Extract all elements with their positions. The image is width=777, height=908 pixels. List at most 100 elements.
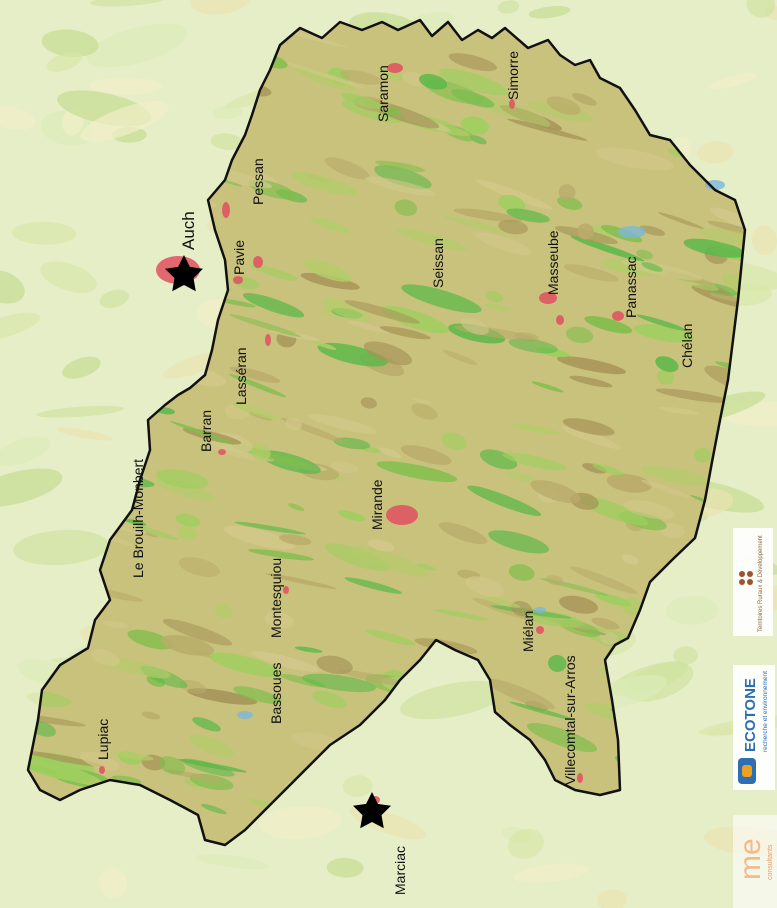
land-patch (360, 397, 377, 409)
urban-spot (283, 586, 289, 594)
land-patch (378, 447, 402, 459)
land-patch (400, 680, 506, 720)
land-patch (308, 413, 378, 434)
land-patch (158, 756, 186, 775)
land-patch (214, 604, 233, 619)
land-patch (309, 217, 351, 234)
label-montesquiou: Montesquiou (268, 558, 284, 638)
land-patch (80, 751, 120, 771)
territory-outline (26, 18, 747, 847)
land-patch (400, 445, 452, 465)
land-patch (265, 573, 337, 590)
land-patch (337, 669, 410, 687)
land-patch (201, 803, 227, 815)
land-patch (639, 225, 666, 236)
land-patch (507, 118, 588, 141)
land-patch (248, 549, 315, 561)
logo-ecotone-name: ECOTONE (742, 678, 759, 752)
land-patch (506, 208, 550, 223)
land-patch (557, 196, 583, 210)
land-patch (655, 388, 730, 403)
land-patch (344, 577, 403, 594)
land-patch (545, 575, 564, 586)
land-patch (497, 0, 520, 14)
land-patch (80, 101, 169, 142)
land-patch (312, 690, 348, 709)
land-patch (623, 500, 675, 520)
land-patch (582, 463, 607, 474)
land-patch (243, 293, 305, 318)
land-patch (0, 106, 36, 130)
land-patch (229, 314, 302, 337)
land-patch (0, 436, 52, 467)
label-seissan: Seissan (430, 238, 446, 288)
land-patch (657, 212, 704, 229)
land-patch (175, 513, 201, 528)
land-patch (28, 750, 104, 767)
label-villecomtal-sur-arros: Villecomtal-sur-Arros (562, 655, 578, 785)
label-le-brouilh-monbert: Le Brouilh-Monbert (130, 459, 146, 578)
land-patch (326, 857, 364, 878)
land-patch (461, 317, 489, 335)
land-patch (558, 184, 576, 201)
land-patch (443, 350, 478, 366)
land-patch (365, 176, 437, 196)
land-patch (181, 758, 235, 777)
land-patch (594, 593, 632, 607)
land-patch (488, 530, 550, 554)
land-patch (0, 269, 25, 304)
land-patch (569, 375, 613, 388)
land-patch (229, 366, 281, 383)
land-patch (285, 417, 302, 431)
land-patch (170, 421, 235, 445)
land-patch (633, 324, 694, 343)
land-patch (88, 77, 162, 95)
land-patch (508, 338, 558, 354)
label-chelan: Chélan (679, 324, 695, 368)
land-patch (658, 406, 699, 415)
land-patch (591, 617, 620, 630)
land-patch (250, 443, 271, 462)
land-patch (162, 619, 233, 646)
water-body (237, 711, 253, 719)
land-patch (441, 432, 467, 451)
land-patch (442, 215, 512, 234)
land-patch (621, 554, 639, 565)
land-patch (316, 655, 353, 675)
land-patch (209, 652, 282, 678)
land-patch (232, 402, 278, 420)
water-body (618, 226, 646, 238)
label-panassac: Panassac (623, 257, 639, 318)
land-patch (584, 316, 633, 334)
land-patch (192, 717, 221, 732)
land-patch (324, 157, 370, 180)
land-patch (526, 722, 598, 753)
land-patch (223, 525, 295, 550)
land-patch (322, 297, 370, 322)
land-patch (86, 23, 188, 68)
land-patch (483, 596, 521, 608)
land-patch (368, 539, 395, 552)
land-patch (28, 754, 93, 783)
land-patch (636, 249, 654, 260)
land-patch (28, 713, 86, 727)
star-icon-auch (165, 255, 203, 292)
land-patch (433, 609, 489, 621)
land-patch (99, 289, 129, 309)
land-patch (251, 264, 299, 281)
label-mielan: Miélan (520, 611, 536, 652)
land-patch (210, 133, 244, 150)
land-patch (570, 235, 645, 262)
urban-spot (536, 626, 544, 634)
land-patch (562, 418, 615, 436)
label-auch: Auch (179, 211, 198, 250)
land-patch (13, 529, 109, 566)
land-patch (294, 646, 323, 653)
urban-spot (387, 63, 403, 73)
land-patch (394, 199, 418, 217)
land-patch (11, 221, 77, 245)
land-patch (401, 284, 482, 313)
land-patch (374, 165, 432, 190)
urban-spot (509, 99, 515, 109)
